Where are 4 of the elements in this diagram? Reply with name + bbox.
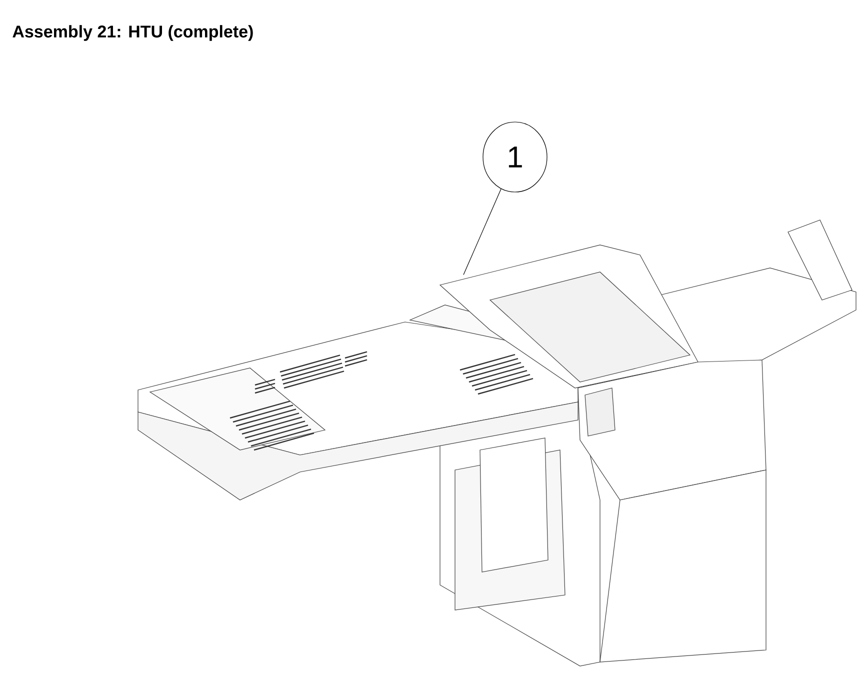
callout-number: 1 (482, 122, 548, 192)
leader-line (463, 188, 502, 276)
printer-unit-drawing (138, 220, 856, 666)
title: Assembly 21: HTU (complete) (12, 25, 253, 41)
